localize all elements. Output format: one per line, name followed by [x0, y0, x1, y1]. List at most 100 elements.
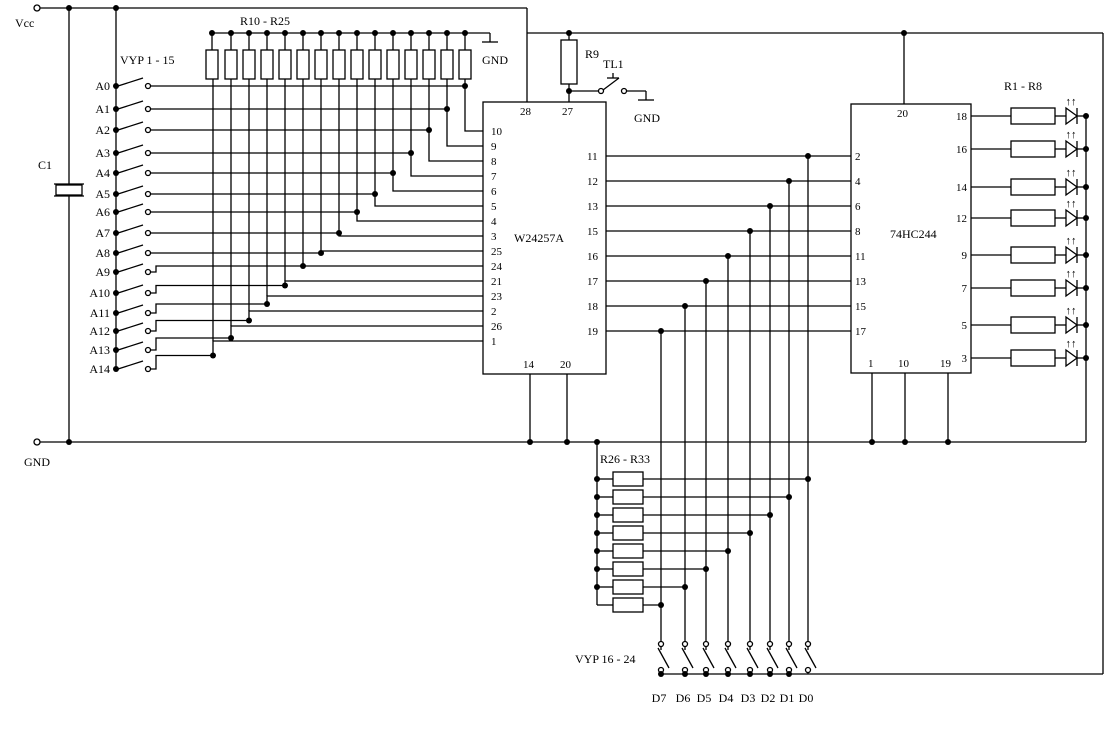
switch-blade	[117, 322, 144, 332]
led-light-arrows-icon: ↑↑	[1066, 167, 1077, 179]
switch-blade	[785, 647, 798, 669]
switch-contact-d3	[746, 640, 754, 648]
switch-blade	[117, 144, 144, 154]
resistor-r9	[560, 39, 578, 85]
junction-dot	[426, 127, 432, 133]
junction-dot	[1083, 355, 1089, 361]
switch-contact-d2	[766, 640, 774, 648]
junction-dot	[1083, 322, 1089, 328]
junction-dot	[282, 30, 288, 36]
junction-dot	[945, 439, 951, 445]
led-resistor-r2	[1010, 140, 1056, 158]
led-resistor-r5	[1010, 246, 1056, 264]
led-icon	[1065, 208, 1079, 228]
switch-blade	[117, 244, 144, 254]
address-wire-a14	[151, 340, 483, 370]
junction-dot	[408, 150, 414, 156]
junction-dot	[462, 30, 468, 36]
junction-dot	[1083, 146, 1089, 152]
junction-dot	[113, 191, 119, 197]
led-light-arrows-icon: ↑↑	[1066, 338, 1077, 350]
junction-dot	[594, 494, 600, 500]
junction-dot	[246, 30, 252, 36]
junction-dot	[682, 584, 688, 590]
switch-blade	[117, 185, 144, 195]
junction-dot	[264, 30, 270, 36]
junction-dot	[869, 439, 875, 445]
junction-dot	[113, 366, 119, 372]
vyp-1-15-label: VYP 1 - 15	[120, 53, 175, 67]
buffer-pin-5: 5	[962, 320, 968, 332]
led-icon	[1065, 177, 1079, 197]
pullup-resistor-10	[205, 49, 219, 80]
address-label-a4: A4	[95, 166, 110, 180]
junction-dot	[747, 530, 753, 536]
junction-dot	[566, 88, 572, 94]
junction-dot	[703, 671, 709, 677]
junction-dot	[594, 548, 600, 554]
terminals	[33, 4, 41, 446]
address-label-a10: A10	[89, 286, 110, 300]
eprom-pin-25: 25	[491, 246, 503, 258]
switch-blade	[804, 647, 817, 669]
junction-dot	[113, 83, 119, 89]
switch-blade	[117, 263, 144, 273]
switch-blade	[724, 647, 737, 669]
junction-dot	[426, 30, 432, 36]
junction-dot	[594, 566, 600, 572]
buffer-pin-4: 4	[855, 176, 861, 188]
pulldown-resistor-31	[612, 561, 644, 577]
gnd-tl1-label: GND	[634, 111, 660, 125]
buffer-pin-9: 9	[962, 250, 968, 262]
data-label-d6: D6	[676, 691, 691, 705]
junction-dot	[1083, 113, 1089, 119]
switch-blade	[702, 647, 715, 669]
pulldown-resistor-32	[612, 579, 644, 595]
junction-dot	[786, 494, 792, 500]
address-wire-a9	[151, 265, 483, 273]
junction-dot	[703, 278, 709, 284]
junction-dot	[444, 30, 450, 36]
eprom-pin-6: 6	[491, 186, 497, 198]
pullup-resistor-24	[458, 49, 472, 80]
address-wire-a13	[151, 325, 483, 351]
data-label-d3: D3	[741, 691, 756, 705]
switch-contact-a8	[144, 249, 152, 257]
address-wire-a2	[151, 129, 483, 162]
junction-dot	[209, 30, 215, 36]
junction-dot	[113, 230, 119, 236]
pullup-resistor-13	[260, 49, 274, 80]
led-icon	[1065, 278, 1079, 298]
switch-contact-a3	[144, 149, 152, 157]
junction-dot	[354, 30, 360, 36]
eprom-pin-28: 28	[520, 106, 532, 118]
switch-contact-d0	[804, 640, 812, 648]
eprom-pin-8: 8	[491, 156, 497, 168]
junction-dot	[113, 269, 119, 275]
eprom-pin-10: 10	[491, 126, 503, 138]
led-icon	[1065, 245, 1079, 265]
address-label-a8: A8	[95, 246, 110, 260]
junction-dot	[767, 203, 773, 209]
pulldown-resistor-33	[612, 597, 644, 613]
eprom-pin-23: 23	[491, 291, 503, 303]
pulldown-resistor-28	[612, 507, 644, 523]
junction-dot	[658, 671, 664, 677]
junction-dots	[66, 5, 1089, 677]
r10-r25-label: R10 - R25	[240, 14, 290, 28]
led-icon	[1065, 315, 1079, 335]
junction-dot	[594, 512, 600, 518]
buffer-pin-11: 11	[855, 251, 866, 263]
pulldown-resistor-29	[612, 525, 644, 541]
address-wire-a4	[151, 172, 483, 192]
tl1-contact-left	[597, 87, 605, 95]
junction-dot	[725, 548, 731, 554]
junction-dot	[113, 209, 119, 215]
junction-dot	[902, 439, 908, 445]
pullup-resistor-14	[278, 49, 292, 80]
eprom-pin-17: 17	[587, 276, 599, 288]
switch-blade	[746, 647, 759, 669]
vyp-16-24-label: VYP 16 - 24	[575, 652, 636, 666]
gnd-rail-label: GND	[24, 455, 50, 469]
